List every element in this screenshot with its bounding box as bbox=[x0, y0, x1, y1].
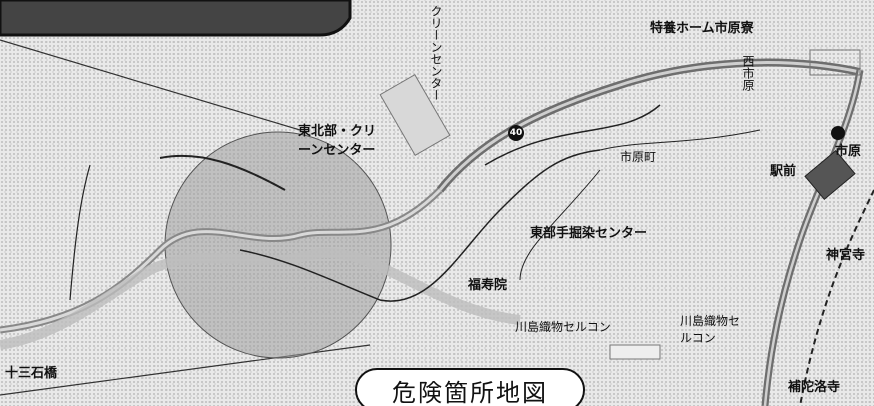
label-jusangoku-bashi: 十三石橋 bbox=[5, 366, 58, 381]
label-tokuyo-home: 特養ホーム市原寮 bbox=[650, 21, 754, 36]
station-marker bbox=[831, 126, 845, 140]
river bbox=[0, 248, 521, 350]
label-ichihara-cho: 市原町 bbox=[620, 150, 657, 164]
danger-zone-circle bbox=[164, 131, 392, 359]
route-40-road bbox=[436, 58, 861, 193]
map-title-box: 危険箇所地図 bbox=[355, 368, 585, 406]
label-nishi-ichihara: 西市原 bbox=[741, 55, 755, 91]
green-center-building bbox=[379, 74, 451, 156]
label-hebisai: 東部手掘染センター bbox=[530, 226, 648, 241]
railway bbox=[799, 189, 874, 406]
label-kamiga-temple: 神宮寺 bbox=[826, 248, 866, 263]
label-kawashima-selcon: 川島織物セルコン bbox=[515, 320, 611, 334]
label-ekimae: 駅前 bbox=[770, 164, 797, 179]
ichihara-block bbox=[809, 49, 861, 76]
route-40-badge: 40 bbox=[508, 125, 524, 141]
top-left-panel bbox=[0, 0, 352, 37]
label-fukujuin: 福寿院 bbox=[468, 278, 508, 293]
label-tohokubu-green-center: 東北部・クリーンセンター bbox=[298, 124, 377, 158]
map-title: 危険箇所地図 bbox=[392, 378, 548, 406]
station-building bbox=[804, 149, 856, 201]
label-green-center-vertical: クリーンセンター bbox=[429, 5, 443, 101]
label-ichihara: 市原 bbox=[835, 144, 862, 159]
label-kawashima-selcon-2: 川島織物セルコン bbox=[680, 314, 741, 345]
facility-rect bbox=[609, 344, 661, 360]
boundary-line-upper bbox=[0, 39, 301, 131]
label-tamida-temple: 補陀洛寺 bbox=[788, 380, 841, 395]
